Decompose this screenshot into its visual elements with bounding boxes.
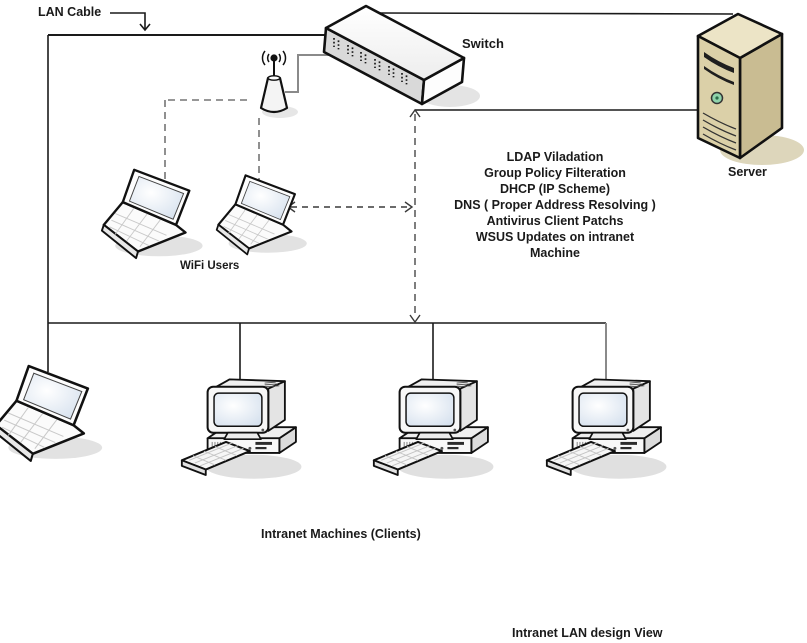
- service-line: Antivirus Client Patchs: [487, 214, 624, 228]
- client-laptop-icon: [0, 364, 104, 463]
- cable-switch-to-server: [379, 12, 734, 15]
- server-drive-bay: [704, 66, 734, 85]
- radio-waves-icon: [261, 50, 287, 66]
- diagram-title: Intranet LAN design View: [512, 626, 663, 640]
- service-line: LDAP Viladation: [507, 150, 604, 164]
- client-desktop-2-icon: [372, 378, 495, 480]
- service-line: WSUS Updates on intranet: [476, 230, 635, 244]
- arrowhead-up-icon: [409, 108, 421, 118]
- service-line: DHCP (IP Scheme): [500, 182, 610, 196]
- wifi-laptop-2-icon: [215, 174, 308, 256]
- lan-cable-leader: [110, 12, 151, 32]
- server-vents: [702, 112, 737, 151]
- wifi-services-arrow: [286, 201, 414, 213]
- service-line: DNS ( Proper Address Resolving ): [454, 198, 656, 212]
- arrowhead-right-icon: [404, 201, 414, 213]
- client-desktop-1-icon: [180, 378, 303, 480]
- wifi-users-label: WiFi Users: [180, 260, 239, 272]
- switch-ports: [333, 38, 408, 85]
- lan-cable-label: LAN Cable: [38, 5, 101, 19]
- arrowhead-down-icon: [139, 23, 151, 32]
- switch-label: Switch: [462, 36, 504, 51]
- service-line: Machine: [530, 246, 580, 260]
- wifi-laptop-1-icon: [100, 168, 204, 260]
- server-drive-bay: [704, 52, 734, 73]
- services-span-line: [409, 108, 421, 324]
- server-icon: [696, 12, 804, 165]
- services-text-block: LDAP Viladation Group Policy Filteration…: [454, 150, 656, 260]
- arrowhead-down-icon: [409, 314, 421, 324]
- cable-antenna-to-switch: [285, 54, 347, 93]
- wifi-dashed-links: [164, 99, 260, 182]
- switch-icon: [322, 4, 480, 107]
- client-desktop-3-icon: [545, 378, 668, 480]
- service-line: Group Policy Filteration: [484, 166, 626, 180]
- intranet-machines-label: Intranet Machines (Clients): [261, 527, 421, 541]
- server-label: Server: [728, 165, 767, 179]
- wifi-antenna-icon: [259, 50, 298, 118]
